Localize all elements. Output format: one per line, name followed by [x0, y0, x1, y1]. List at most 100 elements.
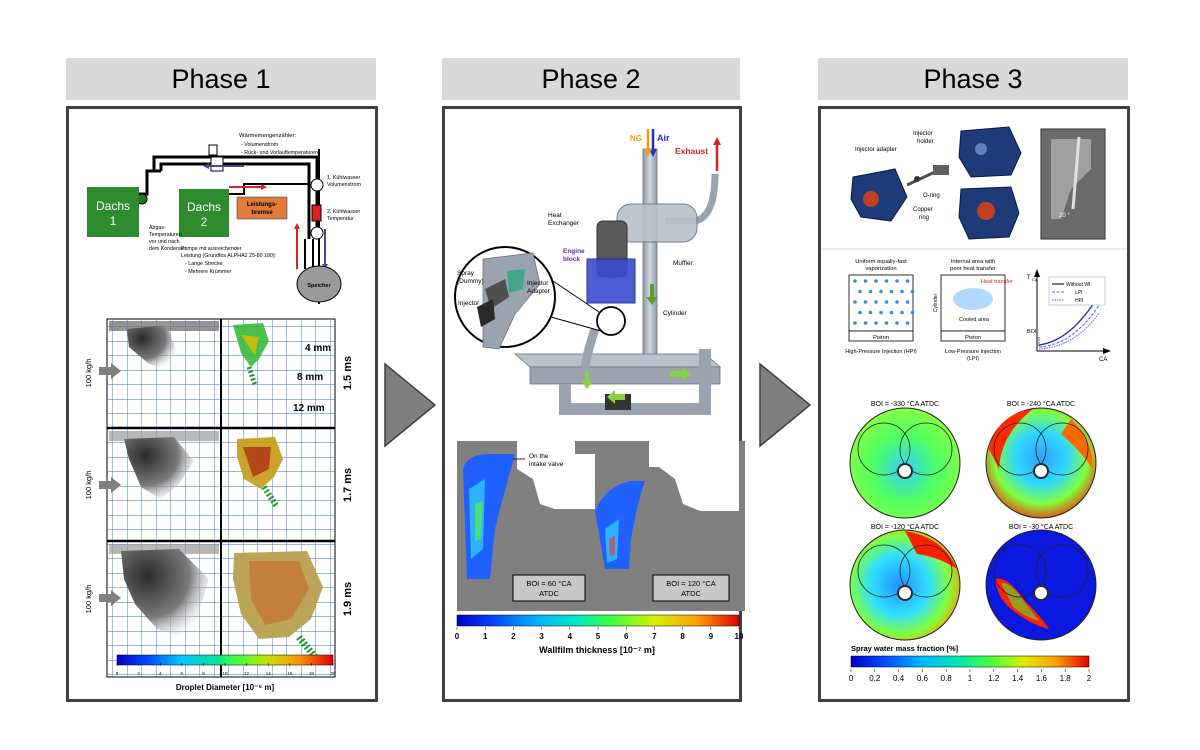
hpi-droplet — [905, 321, 910, 325]
spray-mass-colorbar-tick-label: 1.6 — [1036, 674, 1048, 683]
hpi-droplet — [910, 289, 915, 294]
droplet-colorbar-tick-label: 18 — [309, 671, 315, 676]
lpi-piston-label: Piston — [965, 335, 981, 341]
exhaust-label: Exhaust — [675, 146, 708, 156]
intake-label-1: On the — [529, 453, 549, 460]
wallfilm-colorbar-tick-label: 1 — [483, 632, 488, 641]
hpi-top-label-1: Uniform equally-fast — [855, 259, 907, 265]
spray-mass-colorbar-label: Spray water mass fraction [%] — [851, 644, 959, 653]
hpi-droplet — [895, 279, 899, 283]
lpi-top-label-1: Internal area with — [951, 259, 995, 265]
wallfilm-colorbar-tick-label: 4 — [568, 632, 573, 641]
hpi-droplet — [853, 279, 857, 283]
graph-y-label: T — [1027, 275, 1031, 281]
wallfilm-colorbar-tick-label: 6 — [624, 632, 629, 641]
spray-mass-fraction-maps: BOI = -330 °CA ATDC BOI = -240 °CA ATDC … — [849, 400, 1097, 641]
phase-1-panel: Dachs 1 Dachs 2 Leistungs- bremse Speich… — [66, 106, 378, 702]
angle-label: 20 ° — [1059, 213, 1070, 219]
abgas-line-1: Abgas- — [149, 225, 166, 231]
injector-adapter-label-1: Injector — [527, 280, 549, 287]
spray-mass-colorbar-tick-label: 1 — [968, 674, 973, 683]
wallfilm-simulation: BOI = 60 °CA ATDC BOI = 120 °CA ATDC On … — [457, 441, 745, 611]
pumpe-item-1: - Lange Strecke — [185, 261, 222, 267]
flow-label-1: 100 kg/h — [84, 359, 93, 388]
hpi-droplet — [884, 279, 889, 283]
hpi-droplet — [853, 300, 857, 304]
boi-60-label-1: BOI = 60 °CA — [526, 579, 571, 588]
phase-3-title: Phase 3 — [923, 63, 1023, 94]
legend-without-wi: Without WI — [1066, 282, 1090, 288]
hpi-droplet — [868, 289, 873, 294]
flow-arrow-2 — [99, 477, 121, 493]
cylinder-wall-label: Cylinder — [933, 293, 939, 312]
abgas-line-4: dem Kondenser — [149, 246, 187, 252]
heat-circuit-diagram: Dachs 1 Dachs 2 Leistungs- bremse Speich… — [87, 133, 361, 304]
hpi-top-label-2: vaporization — [865, 266, 896, 272]
copper-ring-label-1: Copper — [913, 207, 933, 213]
dachs-2-box — [179, 189, 229, 237]
intake-label-2: intake valve — [529, 461, 564, 468]
flow-label-2: 100 kg/h — [84, 471, 93, 500]
lpi-bottom-label-2: (LPI) — [967, 356, 979, 362]
waermemengen-item-1: - Volumenstrom — [241, 142, 279, 148]
droplet-colorbar-tick-label: 16 — [287, 671, 293, 676]
waermemengen-item-2: - Rück- und Vorlauftemperaturen — [241, 150, 318, 156]
leistungsbremse-box — [236, 196, 288, 220]
hpi-droplet — [900, 289, 904, 294]
phase-2-header: Phase 2 — [442, 58, 740, 100]
injector-holder-label-1: Injector — [913, 131, 933, 137]
bremse-label-2: bremse — [251, 210, 273, 216]
arrow-phase1-to-phase2 — [384, 362, 437, 448]
wallfilm-colorbar-tick-label: 9 — [709, 632, 714, 641]
hpi-droplet — [874, 300, 878, 304]
phase-3-figure: Injector adapter Injector holder O-ring … — [821, 126, 1127, 683]
phase-2-figure: NG Air Exhaust Heat Exchanger Engine blo… — [445, 129, 745, 655]
distance-label-8mm: 8 mm — [297, 372, 323, 383]
lpi-bottom-label-1: Low-Pressure Injection — [945, 349, 1001, 355]
hpi-droplet — [879, 310, 883, 315]
wallfilm-colorbar-tick-label: 2 — [511, 632, 516, 641]
injector-holder-label-2: holder — [917, 139, 934, 145]
spray-mass-colorbar-tick-label: 0 — [849, 674, 854, 683]
graph-y-subscript: Cyl — [1032, 277, 1038, 282]
muffler-shape — [616, 203, 698, 243]
dachs-2-number: 2 — [201, 215, 208, 229]
dachs-1-number: 1 — [110, 214, 117, 228]
heat-exchanger-label-1: Heat — [548, 212, 562, 219]
spray-mass-colorbar-tick-label: 0.4 — [893, 674, 905, 683]
droplet-colorbar-tick-label: 8 — [202, 671, 205, 676]
spray-mass-colorbar-tick-label: 2 — [1087, 674, 1092, 683]
test-rig-setup: NG Air Exhaust Heat Exchanger Engine blo… — [445, 129, 739, 429]
boi-60-label-2: ATDC — [539, 589, 559, 598]
dachs-1-label: Dachs — [96, 199, 130, 213]
map-title-1: BOI = -330 °CA ATDC — [871, 400, 939, 408]
phase-1-title: Phase 1 — [171, 63, 271, 94]
distance-label-4mm: 4 mm — [305, 343, 331, 354]
phase-2-title: Phase 2 — [541, 63, 641, 94]
hpi-droplet — [905, 300, 910, 304]
abgas-line-3: vor und nach — [149, 239, 180, 245]
cooled-area-label: Cooled area — [959, 317, 990, 323]
droplet-colorbar-tick-label: 20 — [330, 671, 336, 676]
engine-block-shape — [586, 258, 636, 304]
hpi-droplet — [895, 321, 899, 325]
hpi-piston-label: Piston — [873, 335, 889, 341]
speicher-tank — [296, 265, 342, 303]
legend-hpi: HPI — [1075, 298, 1083, 304]
hpi-droplet — [884, 321, 889, 325]
dachs-1-box — [87, 187, 139, 237]
wallfilm-colorbar-tick-label: 5 — [596, 632, 601, 641]
spray-dummy-label-2: (Dummy) — [457, 278, 484, 285]
boi-120-label-1: BOI = 120 °CA — [666, 579, 715, 588]
hpi-droplet — [858, 289, 862, 294]
droplet-colorbar-tick-label: 4 — [159, 671, 162, 676]
flow-label-3: 100 kg/h — [84, 585, 93, 614]
injector-adapter-label-2: Adapter — [527, 288, 551, 295]
hpi-droplet — [889, 289, 894, 294]
hpi-droplet — [895, 300, 899, 304]
speicher-label: Speicher — [307, 283, 331, 289]
